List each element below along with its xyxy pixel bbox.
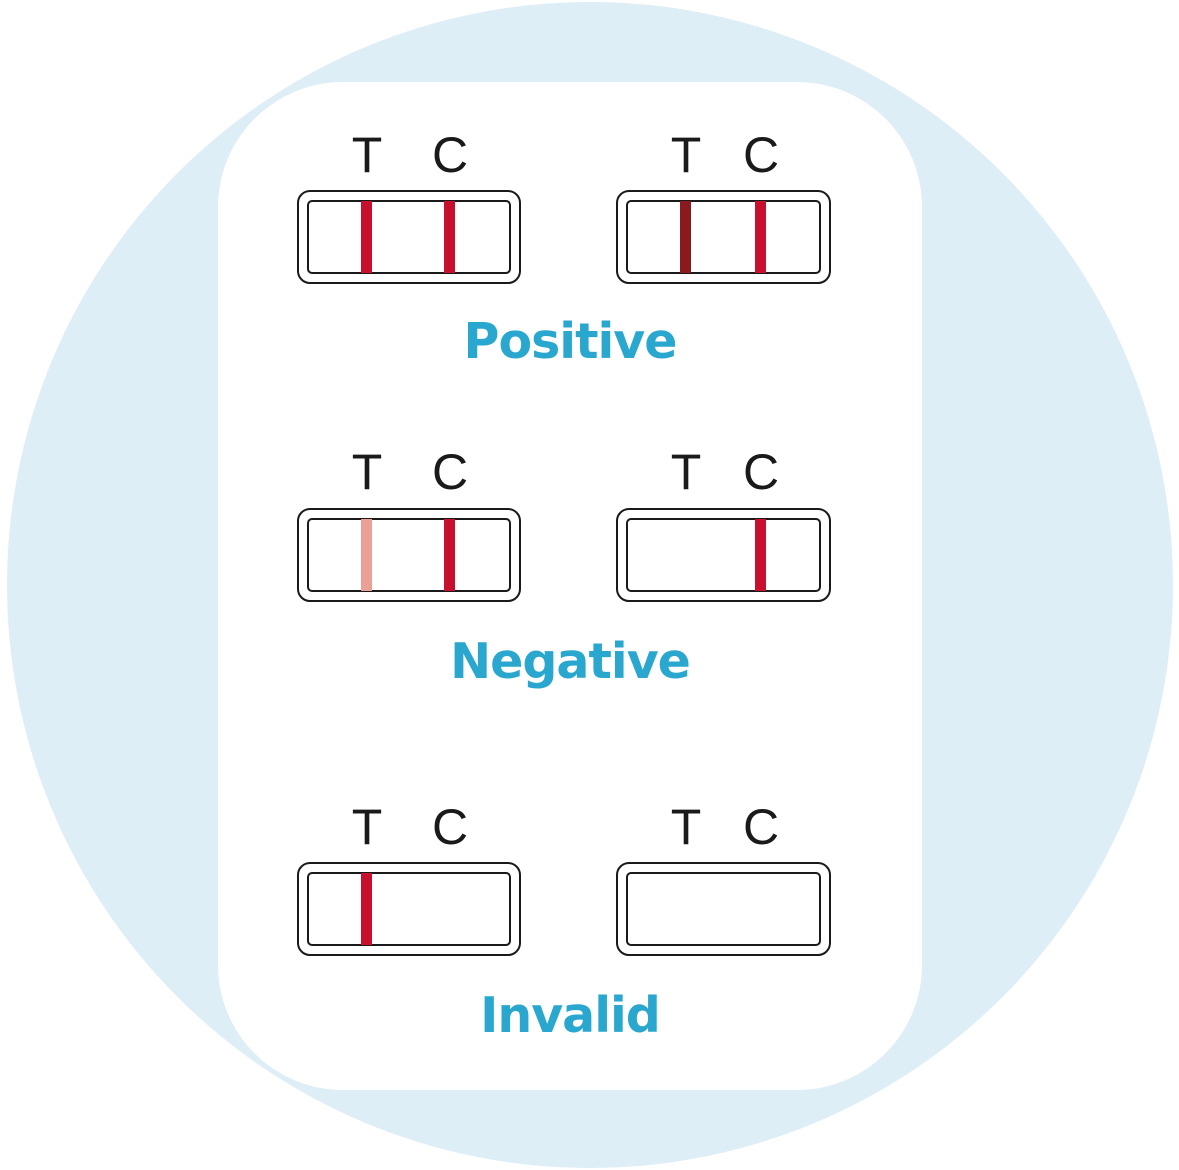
t-letter: T	[351, 444, 383, 500]
result-label-positive: Positive	[463, 313, 678, 370]
test-cassette	[297, 508, 521, 602]
result-window	[626, 872, 821, 946]
c-letter: C	[431, 127, 469, 183]
result-window	[307, 872, 511, 946]
control-line	[443, 519, 455, 591]
t-letter: T	[670, 127, 702, 183]
result-label-invalid: Invalid	[480, 987, 661, 1044]
c-letter: C	[431, 444, 469, 500]
result-window	[307, 518, 511, 592]
test-line	[679, 201, 691, 273]
test-cassette	[616, 862, 831, 956]
result-window	[626, 200, 821, 274]
result-window	[626, 518, 821, 592]
t-letter: T	[670, 799, 702, 855]
test-cassette	[616, 508, 831, 602]
test-line	[360, 873, 372, 945]
test-line	[360, 519, 372, 591]
t-letter: T	[351, 127, 383, 183]
control-line	[754, 519, 766, 591]
result-window	[307, 200, 511, 274]
test-cassette	[297, 862, 521, 956]
c-letter: C	[742, 127, 780, 183]
c-letter: C	[742, 444, 780, 500]
test-cassette	[297, 190, 521, 284]
result-label-negative: Negative	[450, 633, 691, 690]
control-line	[443, 201, 455, 273]
control-line	[754, 201, 766, 273]
test-cassette	[616, 190, 831, 284]
test-line	[360, 201, 372, 273]
t-letter: T	[670, 444, 702, 500]
c-letter: C	[431, 799, 469, 855]
c-letter: C	[742, 799, 780, 855]
t-letter: T	[351, 799, 383, 855]
